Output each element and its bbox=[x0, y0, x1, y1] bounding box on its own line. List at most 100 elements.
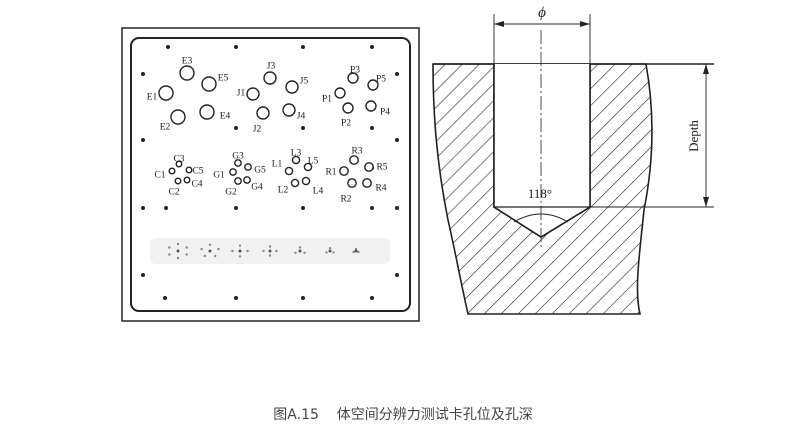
star-pattern-dot bbox=[238, 244, 242, 247]
test-hole-r3 bbox=[349, 155, 359, 165]
hole-label-g2: G2 bbox=[225, 188, 237, 198]
mounting-hole-dot bbox=[370, 296, 374, 300]
hole-label-e5: E5 bbox=[218, 74, 229, 84]
test-hole-g5 bbox=[244, 163, 252, 171]
hole-label-r2: R2 bbox=[340, 195, 351, 205]
star-pattern-dot bbox=[262, 249, 265, 253]
diameter-symbol: ϕ bbox=[538, 5, 546, 21]
hole-label-e1: E1 bbox=[147, 93, 158, 103]
mounting-hole-dot bbox=[234, 206, 238, 210]
test-hole-g4 bbox=[243, 176, 251, 184]
test-hole-p4 bbox=[365, 100, 377, 112]
mounting-hole-dot bbox=[301, 206, 305, 210]
test-hole-c2 bbox=[174, 177, 182, 185]
hole-label-j3: J3 bbox=[267, 62, 276, 72]
star-pattern-center bbox=[238, 249, 242, 253]
test-hole-r5 bbox=[364, 162, 374, 172]
depth-arrow-top bbox=[703, 64, 709, 74]
hole-label-g4: G4 bbox=[251, 183, 263, 193]
hole-label-j4: J4 bbox=[297, 112, 306, 122]
test-hole-p3 bbox=[347, 72, 359, 84]
test-hole-l4 bbox=[301, 176, 311, 186]
mounting-hole-dot bbox=[395, 273, 399, 277]
tip-angle-label: 118° bbox=[528, 186, 552, 201]
hole-label-j5: J5 bbox=[300, 77, 309, 87]
hole-label-c1: C1 bbox=[154, 171, 165, 181]
star-pattern-dot bbox=[294, 251, 297, 254]
test-hole-e2 bbox=[170, 109, 186, 125]
test-hole-e5 bbox=[201, 76, 217, 92]
mounting-hole-dot bbox=[395, 72, 399, 76]
star-pattern-center bbox=[354, 249, 358, 253]
mounting-hole-dot bbox=[301, 45, 305, 49]
star-pattern-cluster bbox=[231, 244, 249, 258]
star-pattern-cluster bbox=[200, 243, 220, 258]
test-hole-r1 bbox=[339, 166, 349, 176]
star-pattern-dot bbox=[185, 253, 188, 256]
star-pattern-dot bbox=[176, 256, 180, 260]
hole-label-p3: P3 bbox=[350, 66, 360, 76]
test-hole-c1 bbox=[168, 167, 176, 175]
test-hole-e3 bbox=[179, 65, 195, 81]
star-pattern-dot bbox=[354, 247, 358, 251]
star-pattern-dot bbox=[246, 249, 249, 253]
mounting-hole-dot bbox=[163, 296, 167, 300]
hole-label-p1: P1 bbox=[322, 95, 332, 105]
diameter-arrow-right bbox=[580, 21, 590, 27]
test-hole-j3 bbox=[263, 71, 277, 85]
star-pattern-dot bbox=[325, 251, 328, 254]
star-pattern-dot bbox=[268, 254, 272, 257]
star-pattern-dot bbox=[185, 246, 188, 249]
hole-label-g1: G1 bbox=[213, 171, 225, 181]
diameter-arrow-left bbox=[494, 21, 504, 27]
star-pattern-dot bbox=[231, 249, 234, 253]
test-hole-c3 bbox=[175, 160, 183, 168]
hole-label-l1: L1 bbox=[272, 160, 283, 170]
depth-label: Depth bbox=[686, 120, 701, 152]
mounting-hole-dot bbox=[301, 126, 305, 130]
star-pattern-dot bbox=[303, 251, 306, 254]
hole-label-c5: C5 bbox=[192, 167, 203, 177]
test-hole-l5 bbox=[303, 162, 313, 172]
star-pattern-cluster bbox=[352, 247, 360, 254]
hole-section-view: 118° ϕ Depth bbox=[432, 5, 714, 315]
hole-label-p5: P5 bbox=[376, 75, 386, 85]
hole-label-c2: C2 bbox=[168, 188, 179, 198]
test-hole-j1 bbox=[246, 87, 260, 101]
star-pattern-row bbox=[150, 238, 390, 264]
hole-label-l3: L3 bbox=[291, 149, 302, 159]
mounting-hole-dot bbox=[234, 45, 238, 49]
mounting-hole-dot bbox=[141, 72, 145, 76]
test-hole-e4 bbox=[199, 104, 215, 120]
hole-label-r1: R1 bbox=[325, 168, 336, 178]
star-pattern-dot bbox=[176, 242, 180, 246]
mounting-hole-dot bbox=[301, 296, 305, 300]
hole-label-g5: G5 bbox=[254, 166, 266, 176]
mounting-hole-dot bbox=[141, 206, 145, 210]
star-pattern-dot bbox=[332, 251, 335, 254]
hole-label-j1: J1 bbox=[237, 89, 246, 99]
test-hole-r2 bbox=[347, 178, 357, 188]
mounting-hole-dot bbox=[166, 45, 170, 49]
hole-label-l2: L2 bbox=[278, 186, 289, 196]
hole-label-c3: C3 bbox=[173, 155, 184, 165]
mounting-hole-dot bbox=[395, 138, 399, 142]
hole-label-e4: E4 bbox=[220, 112, 231, 122]
hole-label-r3: R3 bbox=[351, 147, 362, 157]
star-pattern-dot bbox=[268, 245, 272, 248]
hole-label-p2: P2 bbox=[341, 119, 351, 129]
mounting-hole-dot bbox=[164, 206, 168, 210]
star-pattern-dot bbox=[168, 246, 171, 249]
hole-label-l5: L5 bbox=[308, 157, 319, 167]
test-hole-g1 bbox=[229, 168, 237, 176]
mounting-hole-dot bbox=[395, 206, 399, 210]
star-pattern-dot bbox=[214, 254, 217, 258]
plate-outer-border bbox=[121, 27, 420, 322]
test-hole-e1 bbox=[158, 85, 174, 101]
star-pattern-cluster bbox=[325, 247, 335, 254]
